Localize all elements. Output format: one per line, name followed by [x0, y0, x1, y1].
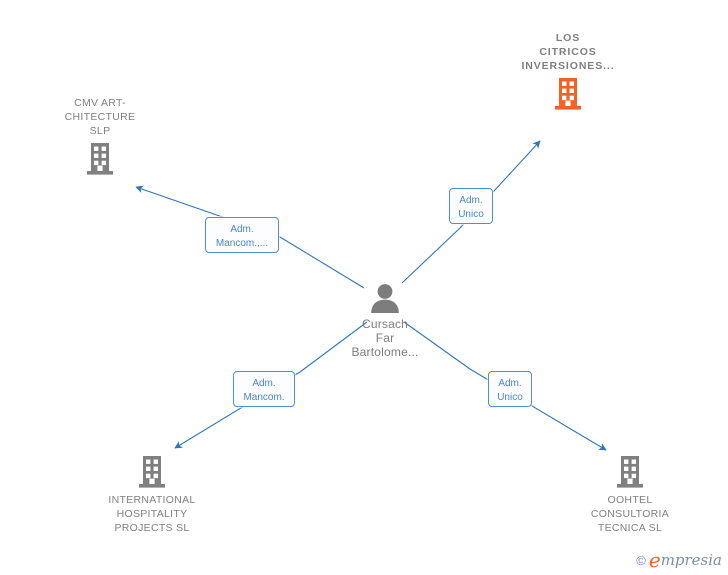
- node-label-los-citricos-inversiones: LOS CITRICOS INVERSIONES...: [521, 32, 615, 72]
- edge-label-to-los-citricos[interactable]: Adm. Unico: [449, 188, 493, 224]
- building-icon: [493, 77, 643, 111]
- copyright-icon: ©: [636, 552, 646, 568]
- node-company-cmv-architecture-slp[interactable]: CMV ART- CHITECTURE SLP: [25, 96, 175, 176]
- node-company-oohtel-consultoria-tecnica-sl[interactable]: OOHTEL CONSULTORIA TECNICA SL: [555, 455, 705, 535]
- building-icon: [25, 142, 175, 176]
- node-label-cmv-architecture-slp: CMV ART- CHITECTURE SLP: [64, 97, 136, 137]
- edge-label-to-international-hospitality[interactable]: Adm. Mancom.: [233, 371, 295, 407]
- node-company-los-citricos-inversiones[interactable]: LOS CITRICOS INVERSIONES...: [493, 31, 643, 111]
- empresia-watermark: © e mpresia: [636, 548, 722, 572]
- node-company-international-hospitality-projects-sl[interactable]: INTERNATIONAL HOSPITALITY PROJECTS SL: [77, 455, 227, 535]
- node-person-cursach-far-bartolome[interactable]: Cursach Far Bartolome...: [310, 283, 460, 359]
- building-icon: [555, 455, 705, 489]
- brand-initial: e: [648, 548, 661, 572]
- edge-label-to-cmv-architecture[interactable]: Adm. Mancom.,...: [205, 217, 279, 253]
- brand-name: mpresia: [660, 551, 722, 569]
- person-icon: [310, 283, 460, 313]
- building-icon: [77, 455, 227, 489]
- edge-label-to-oohtel-consultoria[interactable]: Adm. Unico: [488, 371, 532, 407]
- node-label-international-hospitality-projects-sl: INTERNATIONAL HOSPITALITY PROJECTS SL: [108, 494, 196, 534]
- node-label-oohtel-consultoria-tecnica-sl: OOHTEL CONSULTORIA TECNICA SL: [590, 494, 670, 534]
- node-label-person: Cursach Far Bartolome...: [351, 317, 419, 359]
